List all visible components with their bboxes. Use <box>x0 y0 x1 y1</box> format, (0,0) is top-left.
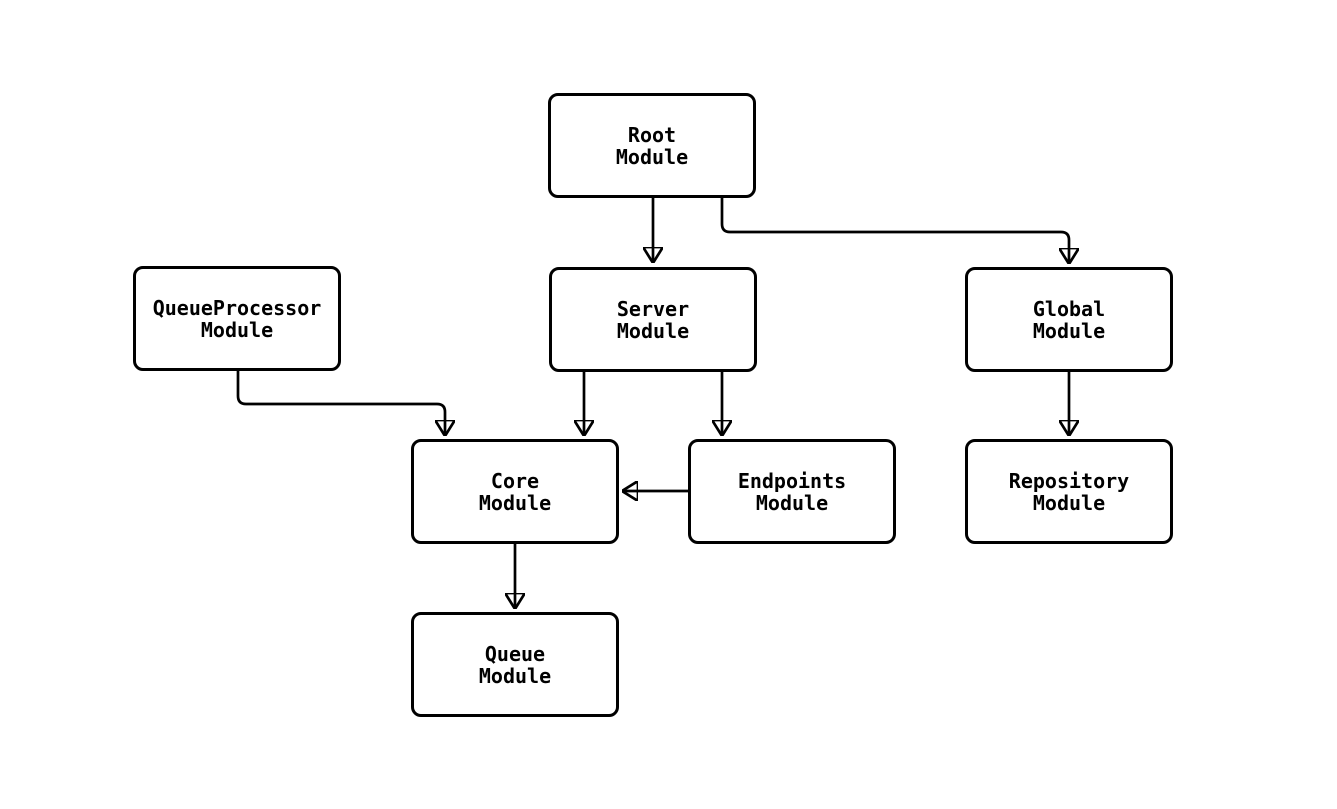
node-label-line: Server <box>616 296 690 321</box>
node-server-module: Server Module <box>549 267 757 372</box>
edge-queueprocessor-to-core <box>236 371 445 436</box>
node-endpoints-module: Endpoints Module <box>688 439 896 544</box>
node-label-line: Module <box>616 318 690 343</box>
node-core-module: Core Module <box>411 439 619 544</box>
node-label-line: Module <box>1032 490 1106 515</box>
node-label-line: Global <box>1032 296 1106 321</box>
node-label-line: Repository <box>1008 468 1130 493</box>
node-label-line: Root <box>627 122 677 147</box>
node-label-line: Module <box>200 317 274 342</box>
node-label-line: Endpoints <box>737 468 847 493</box>
node-queue-module: Queue Module <box>411 612 619 717</box>
node-label-line: Module <box>478 490 552 515</box>
node-label-line: QueueProcessor <box>152 295 322 320</box>
node-label-line: Module <box>1032 318 1106 343</box>
node-label-line: Module <box>755 490 829 515</box>
node-repository-module: Repository Module <box>965 439 1173 544</box>
node-label-line: Queue <box>484 641 546 666</box>
edge-root-to-global <box>720 198 1069 264</box>
node-label-line: Module <box>615 144 689 169</box>
node-label-line: Core <box>490 468 540 493</box>
node-queueprocessor-module: QueueProcessor Module <box>133 266 341 371</box>
node-label-line: Module <box>478 663 552 688</box>
node-root-module: Root Module <box>548 93 756 198</box>
node-global-module: Global Module <box>965 267 1173 372</box>
